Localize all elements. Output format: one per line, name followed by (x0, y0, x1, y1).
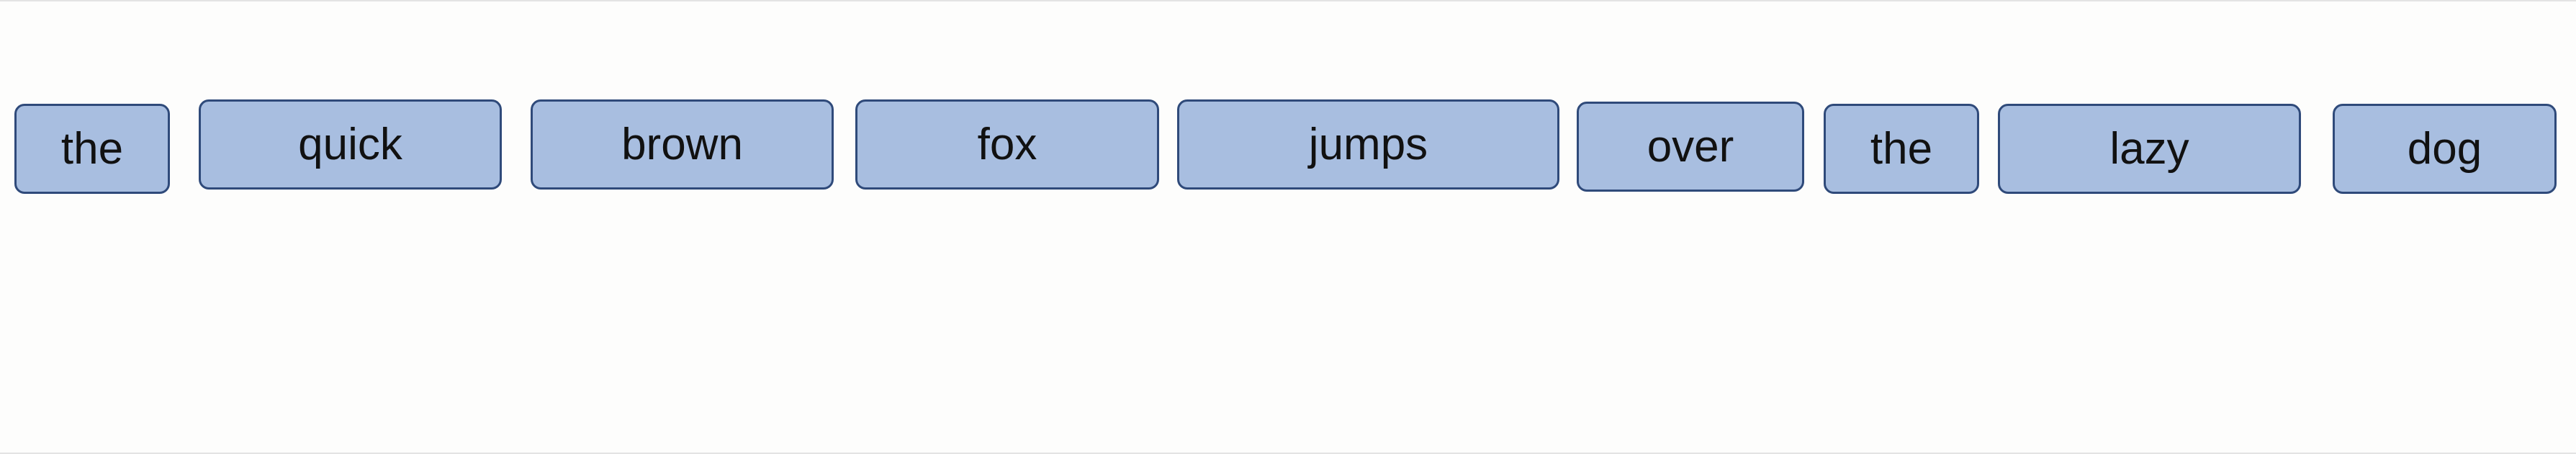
token-box-7: the (1824, 104, 1979, 194)
token-box-1: the (14, 104, 170, 194)
token-box-6: over (1577, 102, 1804, 192)
token-box-9: dog (2333, 104, 2557, 194)
token-box-3: brown (531, 99, 834, 190)
token-box-8: lazy (1998, 104, 2301, 194)
token-box-4: fox (855, 99, 1159, 190)
token-box-5: jumps (1177, 99, 1559, 190)
token-box-2: quick (199, 99, 502, 190)
